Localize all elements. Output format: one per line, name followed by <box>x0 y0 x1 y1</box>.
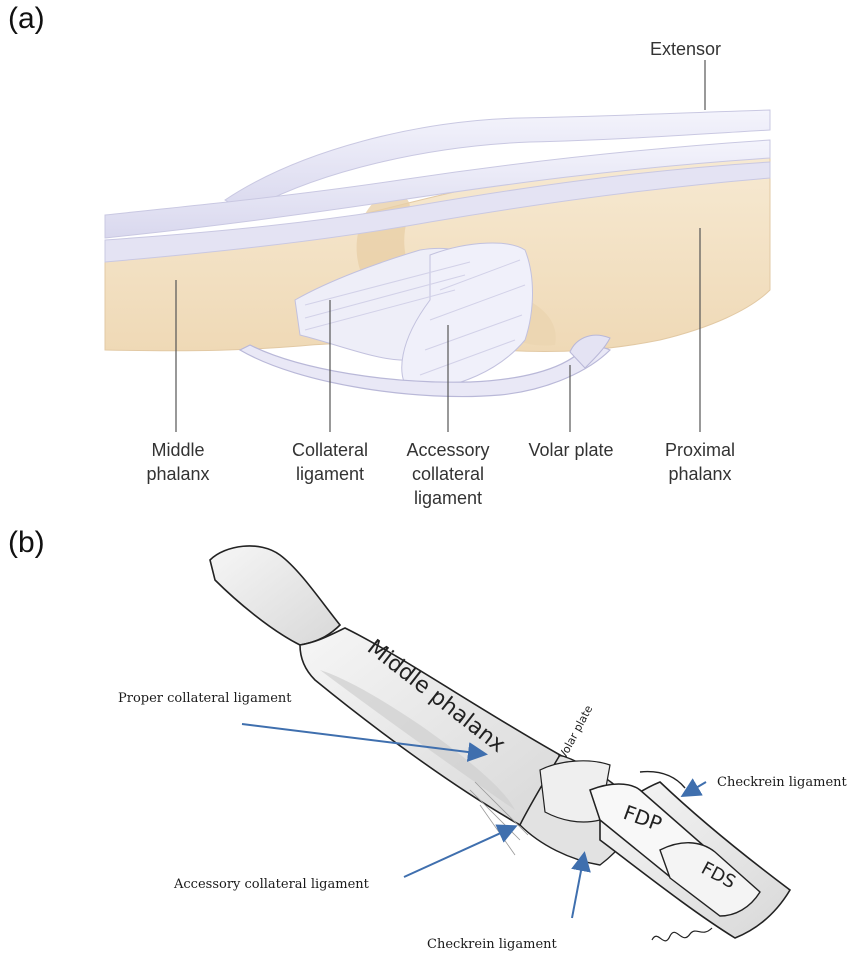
label-middle-phalanx-2: phalanx <box>146 464 209 484</box>
label-volar-plate: Volar plate <box>528 440 613 460</box>
label-collateral-ligament-2: ligament <box>296 464 364 484</box>
arrow-checkrein-bottom <box>572 855 584 918</box>
arrow-checkrein-top <box>684 782 706 795</box>
label-proper-collateral-ligament: Proper collateral ligament <box>118 691 292 706</box>
label-accessory-ligament-1: Accessory <box>406 440 489 460</box>
label-middle-phalanx-1: Middle <box>151 440 204 460</box>
panel-b-diagram: Middle phalanx Volar plate FDP FDS Prope… <box>0 520 865 958</box>
distal-phalanx <box>210 546 340 645</box>
label-accessory-collateral-ligament: Accessory collateral ligament <box>173 877 370 892</box>
arrow-accessory-collateral <box>404 827 514 877</box>
panel-a-diagram: Extensor Middle phalanx Collateral ligam… <box>0 0 865 520</box>
artist-signature <box>652 928 712 941</box>
label-volar-plate-b: Volar plate <box>556 703 595 761</box>
label-extensor: Extensor <box>650 39 721 59</box>
label-collateral-ligament-1: Collateral <box>292 440 368 460</box>
label-proximal-phalanx-2: phalanx <box>668 464 731 484</box>
label-proximal-phalanx-1: Proximal <box>665 440 735 460</box>
label-checkrein-ligament-top: Checkrein ligament <box>717 775 848 790</box>
label-checkrein-ligament-bottom: Checkrein ligament <box>427 937 558 952</box>
middle-phalanx-bone <box>300 628 560 825</box>
label-accessory-ligament-3: ligament <box>414 488 482 508</box>
label-accessory-ligament-2: collateral <box>412 464 484 484</box>
